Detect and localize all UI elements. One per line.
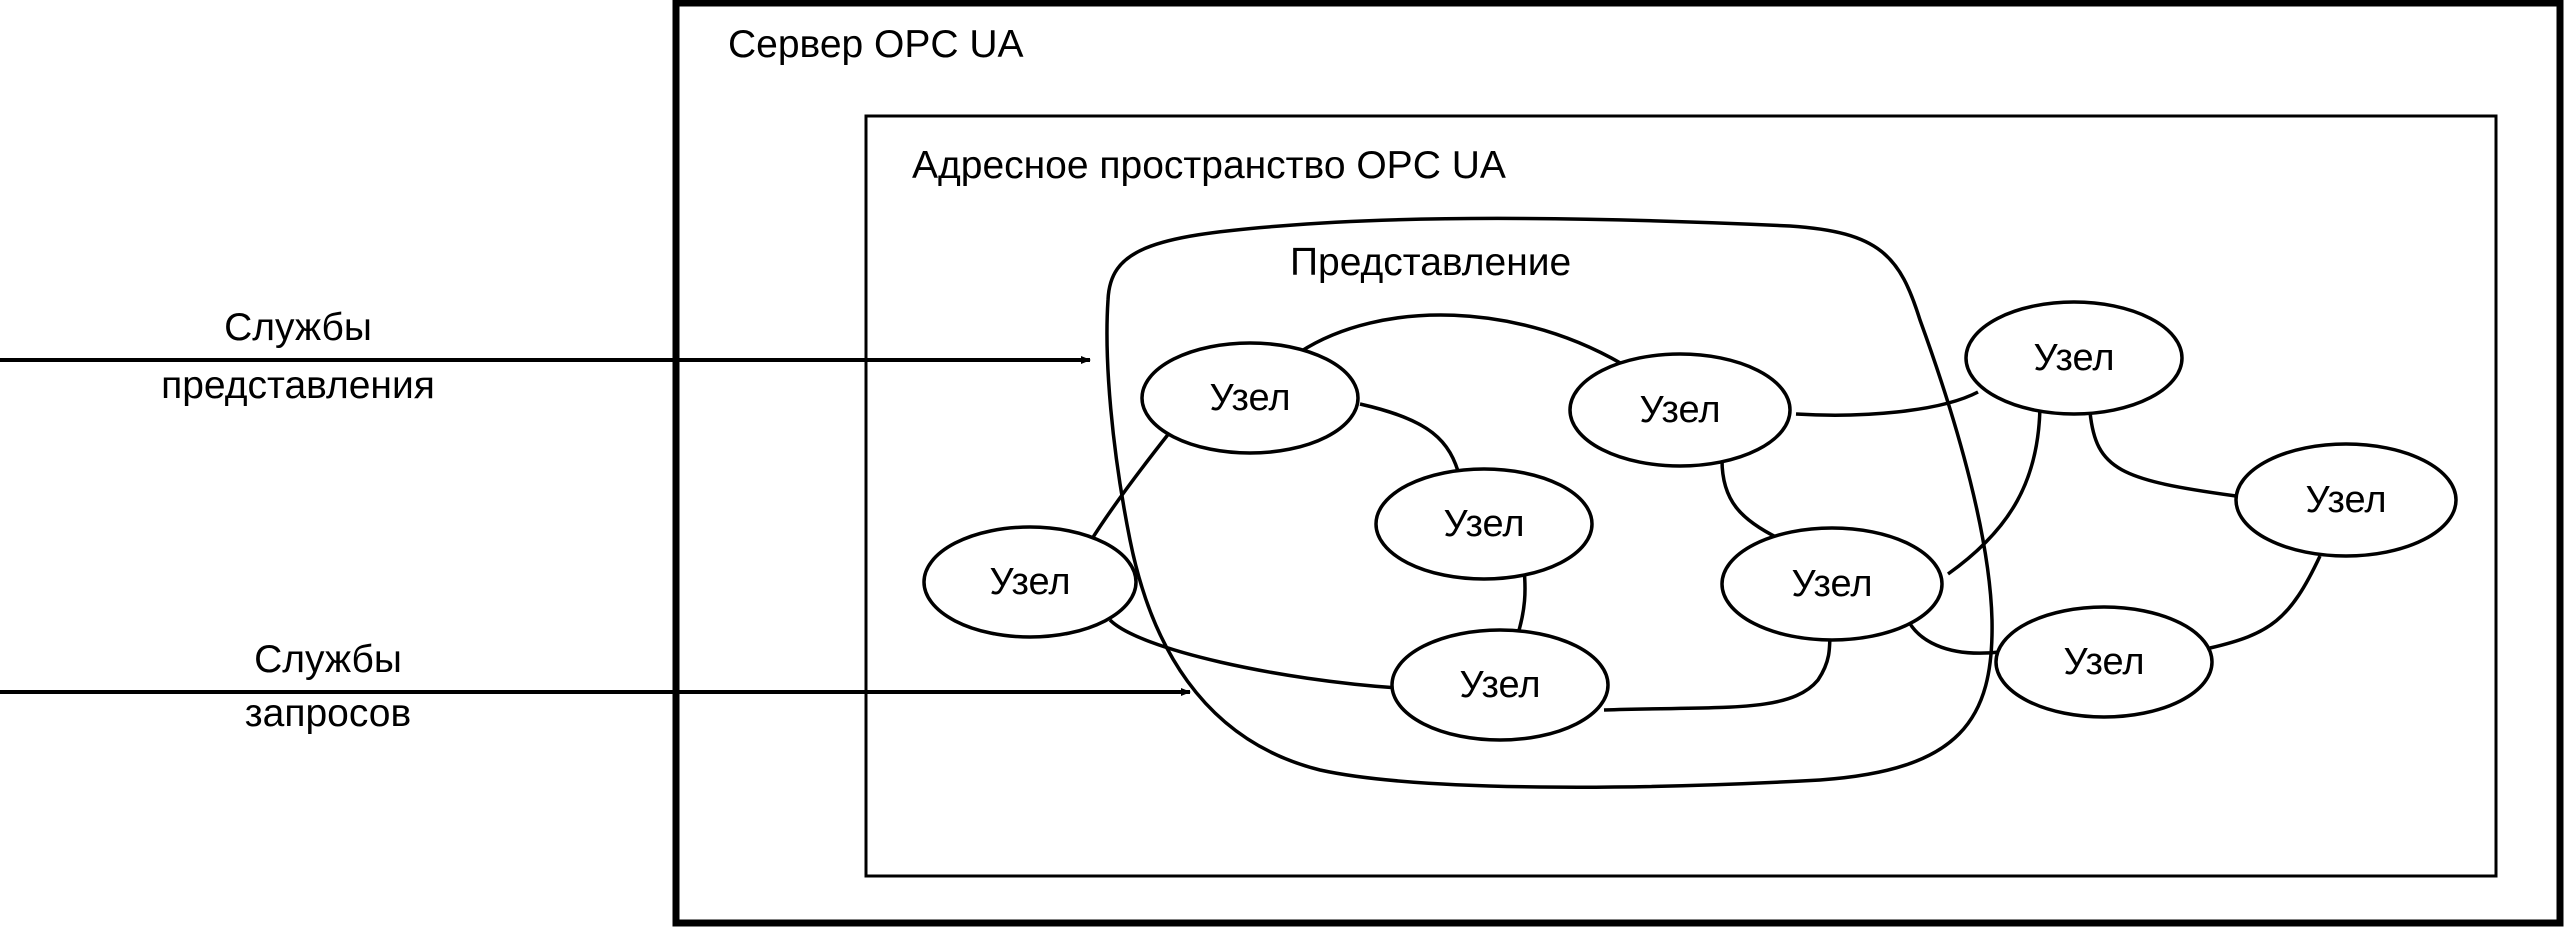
node: Узел xyxy=(1390,628,1610,742)
edge-n1-n4 xyxy=(1359,402,1462,479)
node-ellipse xyxy=(1720,526,1944,642)
edge-n8-n9 xyxy=(2209,555,2322,650)
node: Узел xyxy=(1720,526,1944,642)
node-label: Узел xyxy=(1443,503,1524,545)
node-ellipse xyxy=(922,525,1138,639)
node: Узел xyxy=(1374,467,1594,581)
edge-n6-n7 xyxy=(1946,401,2042,576)
node-ellipse xyxy=(1568,352,1792,468)
edge-n7-n8 xyxy=(2088,411,2237,498)
edge-n3-n7 xyxy=(1795,390,1979,417)
node-label: Узел xyxy=(2033,337,2114,379)
node: Узел xyxy=(1994,605,2214,719)
view-title: Представление xyxy=(1290,241,1571,284)
address-space-box xyxy=(864,114,2498,878)
view-services-label-line1: Службы xyxy=(224,306,372,349)
node-ellipse xyxy=(1390,628,1610,742)
server-box xyxy=(672,0,2564,927)
node-ellipse xyxy=(1964,300,2184,416)
query-services-label-line1: Службы xyxy=(254,638,402,681)
node-ellipse xyxy=(2234,442,2458,558)
edge-n1-n3 xyxy=(1299,313,1633,372)
node-ellipse xyxy=(1140,341,1360,455)
query-services-label-line2: запросов xyxy=(245,692,411,735)
node-label: Узел xyxy=(1791,563,1872,605)
edge-n1-n2 xyxy=(1088,430,1172,543)
node-label: Узел xyxy=(989,561,1070,603)
server-title: Сервер OPC UA xyxy=(728,23,1024,66)
node: Узел xyxy=(1568,352,1792,468)
edge-n3-n6 xyxy=(1720,459,1783,542)
node-label: Узел xyxy=(2063,641,2144,683)
address-space-title: Адресное пространство OPC UA xyxy=(912,144,1506,187)
node-label: Узел xyxy=(1459,664,1540,706)
edge-n5-n6 xyxy=(1603,627,1832,712)
node-label: Узел xyxy=(2305,479,2386,521)
node: Узел xyxy=(2234,442,2458,558)
node: Узел xyxy=(1140,341,1360,455)
node-label: Узел xyxy=(1639,389,1720,431)
view-services-label-line2: представления xyxy=(161,364,435,407)
edge-n6-n9 xyxy=(1904,615,2001,655)
node-ellipse xyxy=(1994,605,2214,719)
node-ellipse xyxy=(1374,467,1594,581)
node-label: Узел xyxy=(1209,377,1290,419)
node: Узел xyxy=(1964,300,2184,416)
node: Узел xyxy=(922,525,1138,639)
edge-n2-n5 xyxy=(1108,618,1399,690)
